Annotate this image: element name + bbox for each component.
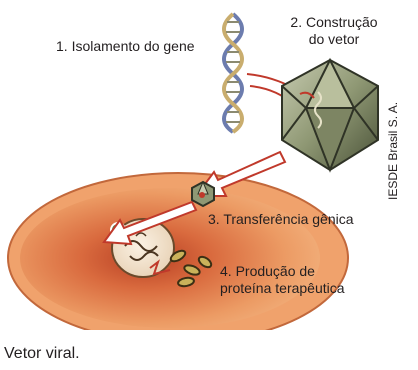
credit-text: IESDE Brasil S. A. (386, 102, 400, 200)
figure-caption: Vetor viral. (4, 344, 80, 364)
small-viral-vector-icon (192, 182, 214, 206)
step3-label: 3. Transferência gênica (208, 211, 354, 228)
image-credit: IESDE Brasil S. A. (384, 2, 404, 202)
step1-label: 1. Isolamento do gene (56, 38, 195, 55)
step4-label-line1: 4. Produção de (220, 263, 315, 280)
step2-label-line2: do vetor (278, 31, 390, 48)
dna-helix-icon (224, 14, 242, 132)
target-cell (8, 173, 348, 330)
gene-therapy-diagram: 1. Isolamento do gene 2. Construção do v… (0, 0, 418, 330)
viral-vector-icon (282, 60, 378, 170)
step4-label-line2: proteína terapêutica (220, 280, 345, 297)
step2-label-line1: 2. Construção (278, 14, 390, 31)
